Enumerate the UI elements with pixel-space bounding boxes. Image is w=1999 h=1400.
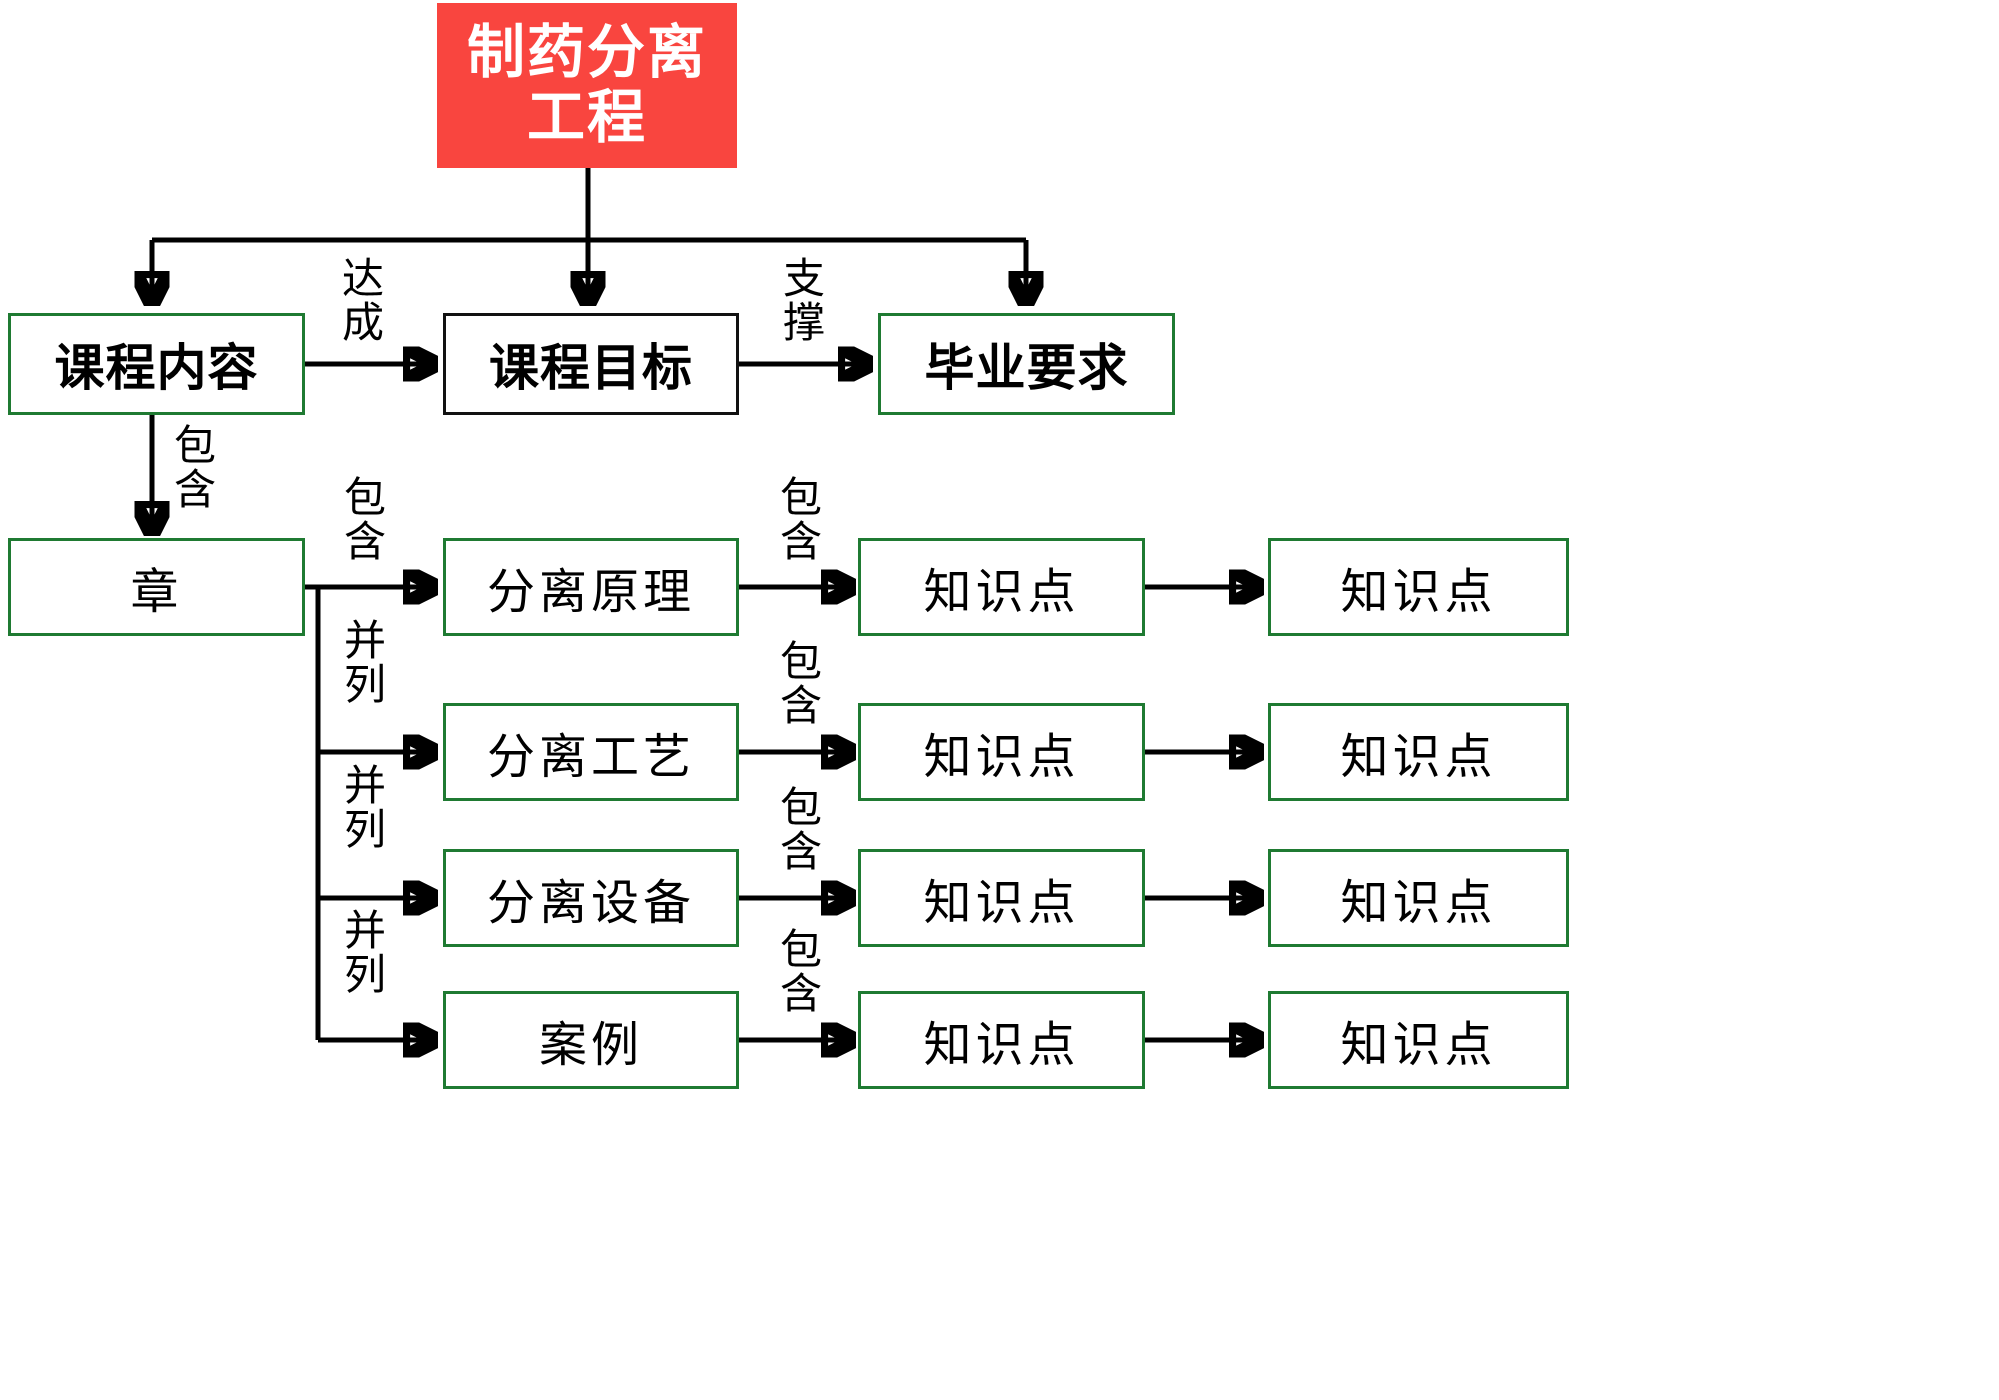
node-course-content[interactable]: 课程内容 xyxy=(8,313,305,415)
node-knowledge-point-2[interactable]: 知识点 xyxy=(1268,538,1569,636)
node-topic-separation-principle[interactable]: 分离原理 xyxy=(443,538,739,636)
node-course-title-line2: 工程 xyxy=(526,84,647,150)
node-graduation-requirement[interactable]: 毕业要求 xyxy=(878,313,1175,415)
node-knowledge-point-2-label: 知识点 xyxy=(1340,566,1497,619)
node-knowledge-point-6[interactable]: 知识点 xyxy=(1268,849,1569,947)
node-knowledge-point-4[interactable]: 知识点 xyxy=(1268,703,1569,801)
edge-label-parallel-1: 并 列 xyxy=(343,619,386,710)
node-topic-separation-principle-label: 分离原理 xyxy=(486,566,695,619)
node-course-content-label: 课程内容 xyxy=(54,340,259,396)
node-chapter-label: 章 xyxy=(130,566,183,619)
node-knowledge-point-7[interactable]: 知识点 xyxy=(858,991,1145,1089)
node-knowledge-point-4-label: 知识点 xyxy=(1340,731,1497,784)
edge-label-achieve: 达 成 xyxy=(341,257,384,348)
edge-label-support: 支 撑 xyxy=(782,257,825,348)
node-knowledge-point-8[interactable]: 知识点 xyxy=(1268,991,1569,1089)
node-topic-separation-equipment[interactable]: 分离设备 xyxy=(443,849,739,947)
node-knowledge-point-3[interactable]: 知识点 xyxy=(858,703,1145,801)
node-knowledge-point-5-label: 知识点 xyxy=(923,877,1080,930)
node-topic-case-label: 案例 xyxy=(538,1019,643,1072)
edge-label-contain-kp-2: 包 含 xyxy=(779,640,822,731)
edge-label-contain-chapter: 包 含 xyxy=(173,424,216,515)
node-knowledge-point-8-label: 知识点 xyxy=(1340,1019,1497,1072)
edge-label-parallel-2: 并 列 xyxy=(343,764,386,855)
node-chapter[interactable]: 章 xyxy=(8,538,305,636)
node-course-title-line1: 制药分离 xyxy=(466,19,707,85)
node-knowledge-point-3-label: 知识点 xyxy=(923,731,1080,784)
edge-label-contain-kp-1: 包 含 xyxy=(779,476,822,567)
node-knowledge-point-6-label: 知识点 xyxy=(1340,877,1497,930)
node-knowledge-point-7-label: 知识点 xyxy=(923,1019,1080,1072)
node-knowledge-point-1-label: 知识点 xyxy=(923,566,1080,619)
node-knowledge-point-5[interactable]: 知识点 xyxy=(858,849,1145,947)
edge-label-contain-kp-4: 包 含 xyxy=(779,928,822,1019)
edge-label-parallel-3: 并 列 xyxy=(343,909,386,1000)
node-course-title[interactable]: 制药分离 工程 xyxy=(437,3,737,168)
node-knowledge-point-1[interactable]: 知识点 xyxy=(858,538,1145,636)
edge-label-contain-topics: 包 含 xyxy=(343,476,386,567)
edge-label-contain-kp-3: 包 含 xyxy=(779,786,822,877)
node-topic-separation-process[interactable]: 分离工艺 xyxy=(443,703,739,801)
node-topic-separation-process-label: 分离工艺 xyxy=(486,731,695,784)
node-topic-case[interactable]: 案例 xyxy=(443,991,739,1089)
node-topic-separation-equipment-label: 分离设备 xyxy=(486,877,695,930)
node-course-goal[interactable]: 课程目标 xyxy=(443,313,739,415)
node-graduation-requirement-label: 毕业要求 xyxy=(924,340,1129,396)
node-course-goal-label: 课程目标 xyxy=(489,340,693,396)
